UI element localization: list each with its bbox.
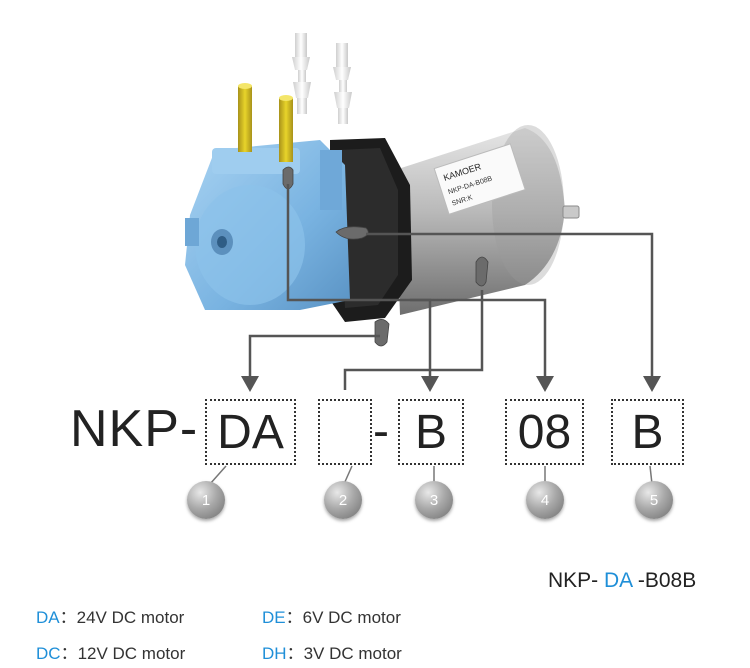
legend-code: DE	[262, 608, 286, 627]
callout-arrowheads	[241, 376, 661, 392]
legend-desc: 24V DC motor	[76, 608, 185, 627]
example-suffix: -B08B	[632, 569, 697, 592]
legend-sep: ：	[286, 644, 304, 663]
pump-head	[185, 140, 350, 310]
code-box-4: 08	[505, 399, 584, 465]
example-highlight: DA	[604, 569, 633, 592]
legend-code: DA	[36, 608, 60, 627]
legend-desc: 12V DC motor	[77, 644, 186, 663]
barb-connector-right	[333, 43, 352, 124]
model-prefix: NKP-	[70, 400, 199, 458]
legend-code: DC	[36, 644, 61, 663]
legend-desc: 6V DC motor	[302, 608, 401, 627]
tube-inlet	[238, 86, 252, 152]
code-box-5: B	[611, 399, 684, 465]
legend-code: DH	[262, 644, 287, 663]
legend-item-de: DE：6V DC motor	[262, 603, 401, 628]
motor-body: KAMOER NKP-DA-B08B SNR:K	[395, 125, 580, 315]
callout-lines	[248, 184, 654, 390]
callout-badge-5: 5	[635, 481, 673, 519]
pointer-hand-base	[374, 319, 390, 347]
legend-item-dh: DH：3V DC motor	[262, 639, 402, 664]
legend-sep: ：	[59, 608, 77, 627]
tube-outlet	[279, 98, 293, 162]
callout-badge-1: 1	[187, 481, 225, 519]
callout-badge-3: 3	[415, 481, 453, 519]
legend-sep: ：	[60, 644, 78, 663]
legend-item-da: DA：24V DC motor	[36, 603, 184, 628]
legend-sep: ：	[285, 608, 303, 627]
example-prefix: NKP-	[548, 569, 605, 592]
code-box-3: B	[398, 399, 464, 465]
code-box-1: DA	[205, 399, 296, 465]
callout-badge-2: 2	[324, 481, 362, 519]
pointer-hand-tube	[282, 166, 294, 190]
example-model-number: NKP- DA -B08B	[548, 569, 696, 593]
barb-connector-left	[292, 33, 311, 114]
legend-desc: 3V DC motor	[303, 644, 402, 663]
legend-item-dc: DC：12V DC motor	[36, 639, 185, 664]
code-box-2	[318, 399, 372, 465]
callout-badge-4: 4	[526, 481, 564, 519]
model-separator: -	[373, 405, 389, 458]
pointer-hand-bracket	[475, 256, 489, 287]
